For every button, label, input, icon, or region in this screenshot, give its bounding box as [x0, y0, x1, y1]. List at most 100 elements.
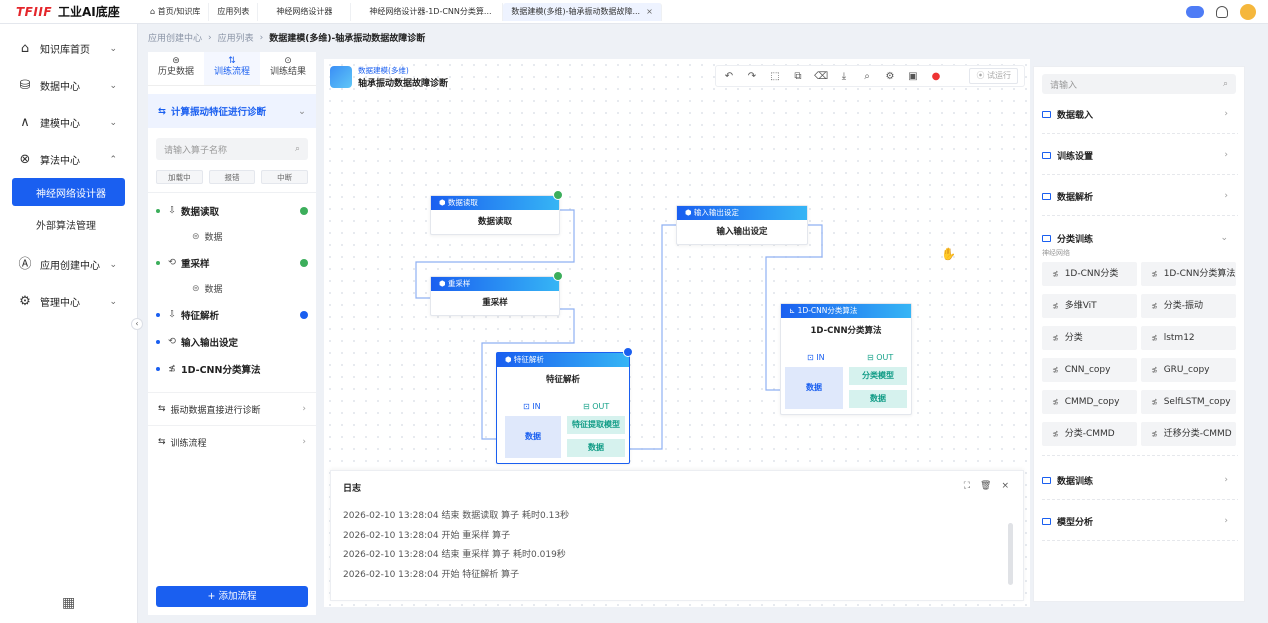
delete-icon[interactable]: ⌫ [814, 70, 829, 82]
tab-nn-designer[interactable]: 神经网络设计器 [258, 2, 352, 21]
chevron-right-icon: › [1224, 475, 1228, 485]
section-data-load[interactable]: 数据载入› [1042, 105, 1238, 123]
input-port-data[interactable]: 数据 [785, 367, 843, 409]
flow-canvas[interactable]: 数据建模(多维) 轴承振动数据故障诊断 ↶ ↷ ⬚ ⧉ ⌫ ⤓ ⌕ ⚙ ▣ ● … [324, 59, 1030, 607]
output-port-model[interactable]: 分类模型 [849, 367, 907, 385]
nav-modeling-center[interactable]: ∧建模中心⌄ [0, 104, 137, 141]
tree-node-data-read[interactable]: ⇩数据读取 [148, 197, 316, 224]
node-resample[interactable]: ⬢ 重采样 重采样 [430, 271, 563, 316]
toggle-icon[interactable] [1186, 6, 1204, 18]
node-cnn[interactable]: ⊾ 1D-CNN分类算法 1D-CNN分类算法 ⊡ IN ⊟ OUT 数据 分类… [780, 303, 912, 415]
tab-training-result[interactable]: ⊙训练结果 [260, 52, 316, 85]
nav-external-algo[interactable]: 外部算法管理 [36, 220, 96, 232]
breadcrumb-sep: › [208, 32, 212, 43]
operator-chip[interactable]: ≴分类 [1042, 326, 1137, 350]
nav-knowledge-home[interactable]: ⌂知识库首页⌄ [0, 30, 137, 67]
close-icon[interactable]: × [1001, 481, 1009, 491]
section-classification[interactable]: 分类训练⌄ [1042, 229, 1238, 247]
flow-section-vibration[interactable]: ⇆振动数据直接进行诊断› [148, 392, 316, 425]
node-feature-parse[interactable]: ⬢ 特征解析 特征解析 ⊡ IN ⊟ OUT 数据 特征提取模型 数据 [496, 347, 633, 464]
nav-algorithm-center[interactable]: ⊗算法中心⌃ [19, 151, 117, 167]
avatar[interactable] [1240, 4, 1256, 20]
output-port-data[interactable]: 数据 [567, 439, 625, 457]
gear-icon[interactable]: ⚙ [885, 70, 895, 82]
breadcrumb-item[interactable]: 应用列表 [217, 34, 254, 44]
bell-icon[interactable] [1216, 6, 1228, 18]
save-icon[interactable]: ▣ [908, 70, 918, 82]
tab-nn-designer-cnn[interactable]: 神经网络设计器-1D-CNN分类算... [351, 2, 504, 21]
collapse-sidebar-icon[interactable]: ‹ [131, 318, 143, 330]
operator-chip[interactable]: ≴GRU_copy [1141, 358, 1236, 382]
operator-chip[interactable]: ≴分类-振动 [1141, 294, 1236, 318]
interrupt-button[interactable]: 中断 [261, 170, 309, 184]
nav-management-center[interactable]: ⚙管理中心⌄ [19, 293, 117, 309]
output-port-model[interactable]: 特征提取模型 [567, 416, 625, 434]
operator-chip[interactable]: ≴CNN_copy [1042, 358, 1137, 382]
tab-training-flow[interactable]: ⇅训练流程 [204, 52, 260, 85]
log-panel: 日志 ⛶ 🗑 × 2026-02-10 13:28:04 结束 数据读取 算子 … [330, 470, 1024, 601]
operator-chip[interactable]: ≴1D-CNN分类 [1042, 262, 1137, 286]
search-icon: ⌕ [294, 144, 300, 154]
operator-chip[interactable]: ≴CMMD_copy [1042, 390, 1137, 414]
tree-child-data[interactable]: ⊜数据 [192, 283, 223, 296]
undo-icon[interactable]: ↶ [724, 70, 734, 82]
tab-data-modeling[interactable]: 数据建模(多维)-轴承振动数据故障...× [503, 2, 662, 21]
section-data-training[interactable]: 数据训练› [1042, 471, 1238, 489]
operator-chip[interactable]: ≴lstm12 [1141, 326, 1236, 350]
trial-run-button[interactable]: ⦿ 试运行 [969, 68, 1018, 84]
operator-chip[interactable]: ≴1D-CNN分类算法 [1141, 262, 1236, 286]
zoom-icon[interactable]: ⌕ [864, 70, 870, 82]
log-line: 2026-02-10 13:28:04 结束 重采样 算子 耗时0.019秒 [343, 550, 566, 560]
nav-nn-designer[interactable]: 神经网络设计器 [12, 178, 125, 206]
operator-chip[interactable]: ≴多维ViT [1042, 294, 1137, 318]
nav-data-center[interactable]: ⛁数据中心⌄ [19, 77, 117, 93]
select-icon[interactable]: ⬚ [770, 70, 780, 82]
divider [1042, 133, 1238, 134]
flow-icon: ⇆ [158, 437, 166, 447]
add-flow-button[interactable]: + 添加流程 [156, 586, 308, 607]
status-dot [156, 260, 160, 265]
folder-icon [1042, 517, 1051, 525]
tree-node-resample[interactable]: ⟲重采样 [148, 249, 316, 276]
log-scrollbar[interactable] [1008, 523, 1013, 585]
download-icon[interactable]: ⤓ [841, 70, 847, 82]
operator-library-panel: 请输入⌕ 数据载入› 训练设置› 数据解析› 分类训练⌄ 神经网络 ≴1D-CN… [1033, 66, 1245, 602]
trash-icon[interactable]: 🗑 [980, 481, 992, 491]
flow-section-training[interactable]: ⇆训练流程› [148, 425, 316, 458]
tree-child-data[interactable]: ⊜数据 [192, 231, 223, 244]
close-tab-icon[interactable]: × [646, 6, 653, 16]
log-line: 2026-02-10 13:28:04 开始 特征解析 算子 [343, 570, 520, 580]
stop-icon[interactable]: ● [931, 70, 941, 82]
operator-chip[interactable]: ≴迁移分类-CMMD [1141, 422, 1236, 446]
tab-history-data[interactable]: ⊜历史数据 [148, 52, 204, 85]
tree-node-io-setting[interactable]: ⟲输入输出设定 [148, 328, 316, 355]
tab-home[interactable]: ⌂ 首页/知识库 [142, 2, 210, 21]
operator-chip[interactable]: ≴SelfLSTM_copy [1141, 390, 1236, 414]
node-data-read[interactable]: ⬢ 数据读取 数据读取 [430, 190, 563, 235]
loading-button[interactable]: 加载中 [156, 170, 203, 184]
operator-chip[interactable]: ≴分类-CMMD [1042, 422, 1137, 446]
breadcrumb-item[interactable]: 应用创建中心 [148, 34, 203, 44]
operator-search-input[interactable]: 请输入算子名称⌕ [156, 138, 308, 160]
status-dot [156, 208, 160, 213]
error-button[interactable]: 报错 [208, 170, 256, 184]
node-io-setting[interactable]: ⬢ 输入输出设定 输入输出设定 [676, 205, 808, 245]
grid-icon[interactable]: ▦ [62, 595, 76, 611]
output-port-data[interactable]: 数据 [849, 390, 907, 408]
library-search-input[interactable]: 请输入⌕ [1042, 74, 1236, 94]
copy-icon[interactable]: ⧉ [794, 70, 802, 82]
folder-icon [1042, 110, 1051, 118]
section-model-analysis[interactable]: 模型分析› [1042, 512, 1238, 530]
output-port-label: ⊟ OUT [583, 402, 610, 411]
fullscreen-icon[interactable]: ⛶ [963, 481, 971, 491]
tree-node-cnn[interactable]: ≴1D-CNN分类算法 [148, 355, 316, 382]
tree-node-feature-parse[interactable]: ⇩特征解析 [148, 301, 316, 328]
chevron-down-icon: ⌄ [109, 259, 117, 270]
flow-section-active[interactable]: ⇆计算振动特征进行诊断⌄ [148, 94, 316, 128]
tab-app-list[interactable]: 应用列表 [209, 2, 259, 21]
redo-icon[interactable]: ↷ [747, 70, 757, 82]
input-port-data[interactable]: 数据 [505, 416, 561, 458]
section-data-parse[interactable]: 数据解析› [1042, 187, 1238, 205]
section-training-setting[interactable]: 训练设置› [1042, 146, 1238, 164]
